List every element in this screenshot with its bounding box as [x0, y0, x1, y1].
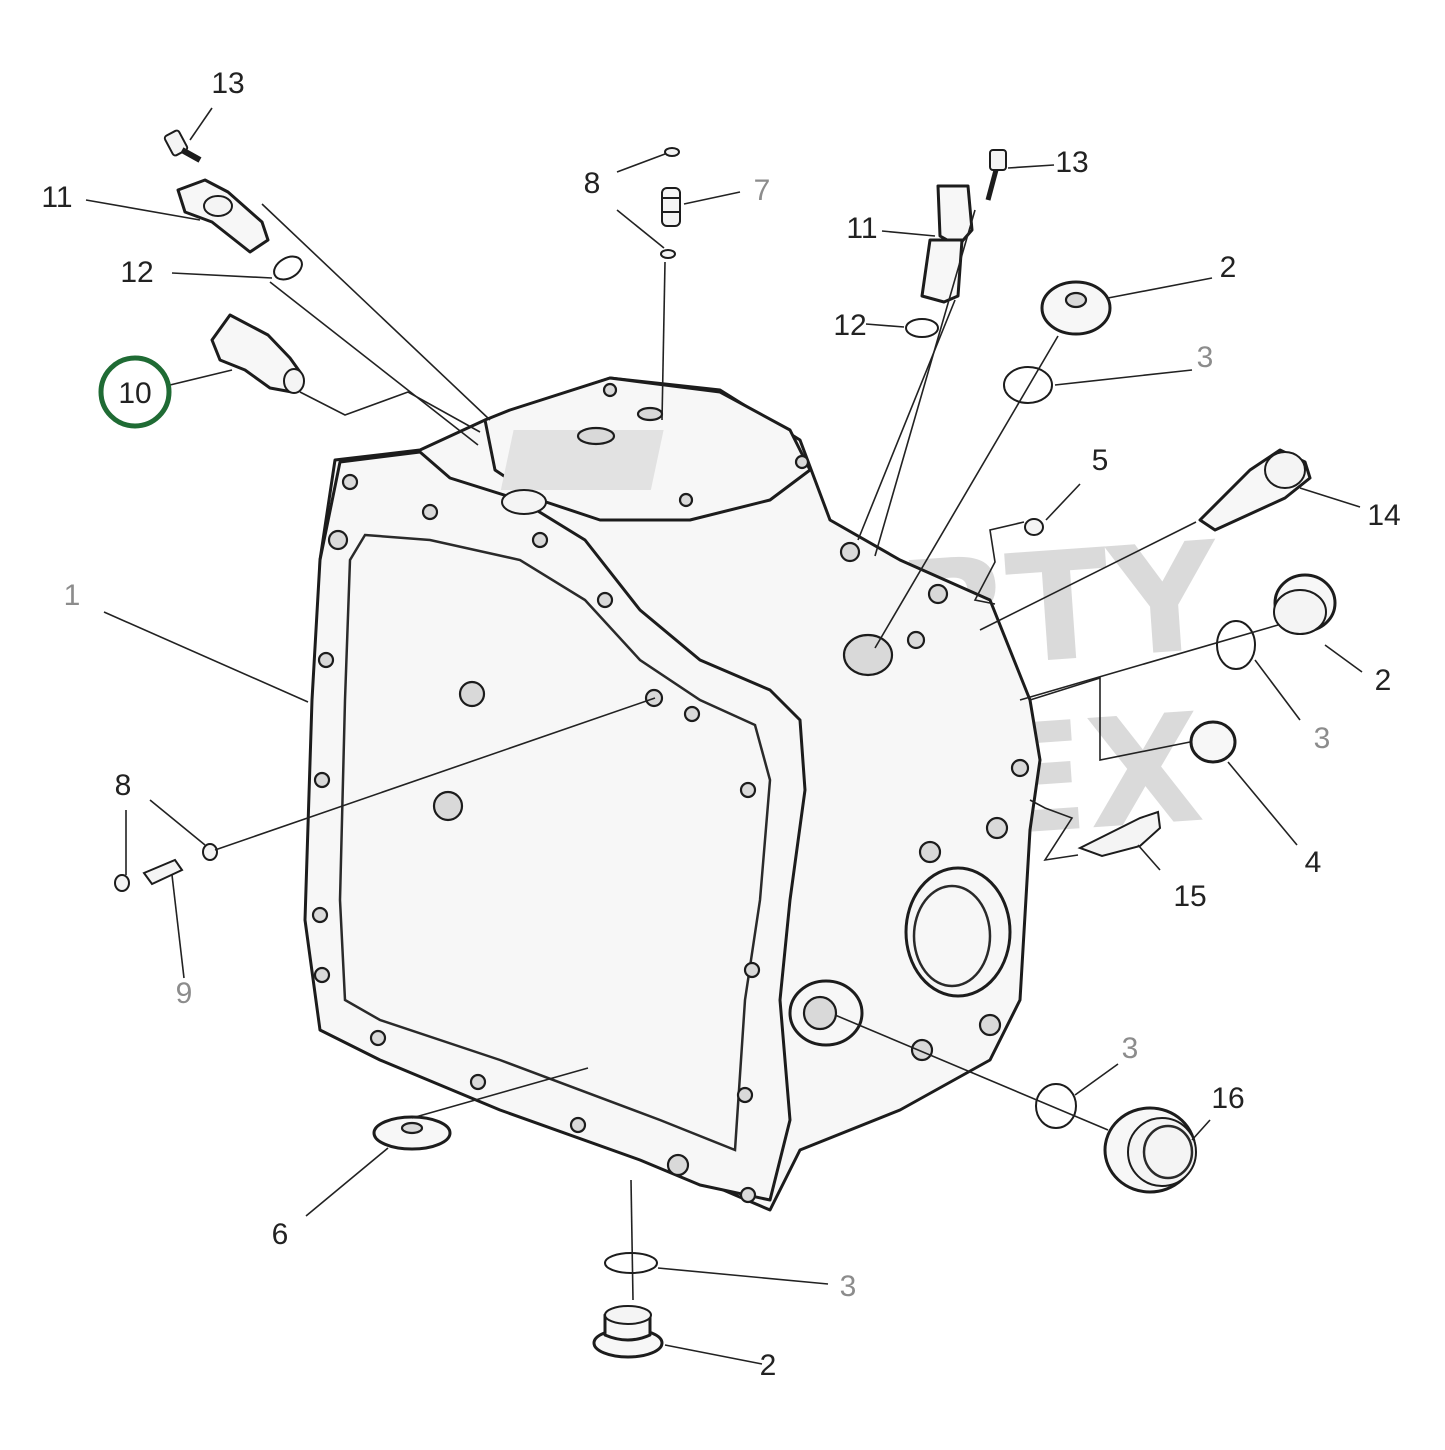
- callout-1[interactable]: 1: [64, 579, 81, 612]
- plug-2-bottom: [592, 1305, 664, 1359]
- leader-lines: [85, 107, 1363, 1365]
- housing-flange-inner: [338, 533, 772, 1152]
- callout-2-bottom[interactable]: 2: [760, 1349, 777, 1382]
- callout-8-top[interactable]: 8: [584, 167, 601, 200]
- oring-12-right: [905, 318, 939, 338]
- flange-holes: [311, 473, 761, 1204]
- plug-2-top: [1040, 280, 1112, 336]
- callout-3-right[interactable]: 3: [1314, 722, 1331, 755]
- oring-3-top: [1003, 366, 1053, 404]
- adapter-10: [210, 313, 305, 394]
- top-port-1: [576, 426, 616, 446]
- sensor-14: [1198, 448, 1312, 532]
- fitting-9: [142, 858, 184, 886]
- bolt-13-left: [163, 129, 202, 163]
- washer-8-top-a: [664, 147, 680, 157]
- callout-12-left[interactable]: 12: [120, 256, 153, 289]
- callout-4[interactable]: 4: [1305, 846, 1322, 879]
- top-boss: [501, 489, 547, 515]
- seal-16: [1103, 1106, 1197, 1194]
- top-port-2: [636, 406, 664, 422]
- callout-2-right[interactable]: 2: [1375, 664, 1392, 697]
- callout-13-left[interactable]: 13: [211, 67, 244, 100]
- bolt-13-right: [985, 149, 1007, 201]
- callout-8-left[interactable]: 8: [115, 769, 132, 802]
- callout-14[interactable]: 14: [1367, 499, 1400, 532]
- callout-7[interactable]: 7: [754, 174, 771, 207]
- sensor-11-left: [176, 178, 270, 254]
- sensor-11-right: [920, 184, 974, 304]
- callout-12-right[interactable]: 12: [833, 309, 866, 342]
- drain-port: [842, 633, 894, 677]
- callout-10-highlight-ring: [98, 355, 172, 429]
- callout-6[interactable]: 6: [272, 1218, 289, 1251]
- top-pad: [500, 430, 664, 490]
- cap-4: [1189, 720, 1237, 764]
- housing-flange: [303, 450, 807, 1202]
- washer-6: [372, 1115, 452, 1151]
- callout-3-bottom[interactable]: 3: [840, 1270, 857, 1303]
- transmission-housing: [303, 376, 1042, 1212]
- callout-5[interactable]: 5: [1092, 444, 1109, 477]
- callout-11-left[interactable]: 11: [41, 181, 72, 214]
- washer-8-top-b: [660, 249, 676, 259]
- output-bore-inner: [912, 884, 992, 988]
- oring-3-right: [1216, 620, 1256, 670]
- nut-5: [1024, 518, 1044, 536]
- oring-12-left: [273, 255, 303, 281]
- callout-labels: 1 2 2 2 3 3 3 3 4 5 6 7 8 8 9 10 11 11 1…: [41, 67, 1400, 1382]
- plug-2-right: [1273, 573, 1337, 635]
- callout-2-top[interactable]: 2: [1220, 251, 1237, 284]
- fitting-7: [661, 187, 681, 227]
- callout-13-right[interactable]: 13: [1055, 146, 1088, 179]
- oring-3-lower: [1035, 1083, 1077, 1129]
- washer-8-left-a: [202, 843, 218, 861]
- callout-10[interactable]: 10: [118, 377, 151, 410]
- washer-8-left-b: [114, 874, 130, 892]
- oring-3-bottom: [604, 1252, 658, 1274]
- callout-3-top[interactable]: 3: [1197, 341, 1214, 374]
- callout-16[interactable]: 16: [1211, 1082, 1244, 1115]
- sensor-15: [1077, 810, 1162, 858]
- callout-11-right[interactable]: 11: [846, 212, 877, 245]
- callout-9[interactable]: 9: [176, 977, 193, 1010]
- callout-3-lower[interactable]: 3: [1122, 1032, 1139, 1065]
- callout-15[interactable]: 15: [1173, 880, 1206, 913]
